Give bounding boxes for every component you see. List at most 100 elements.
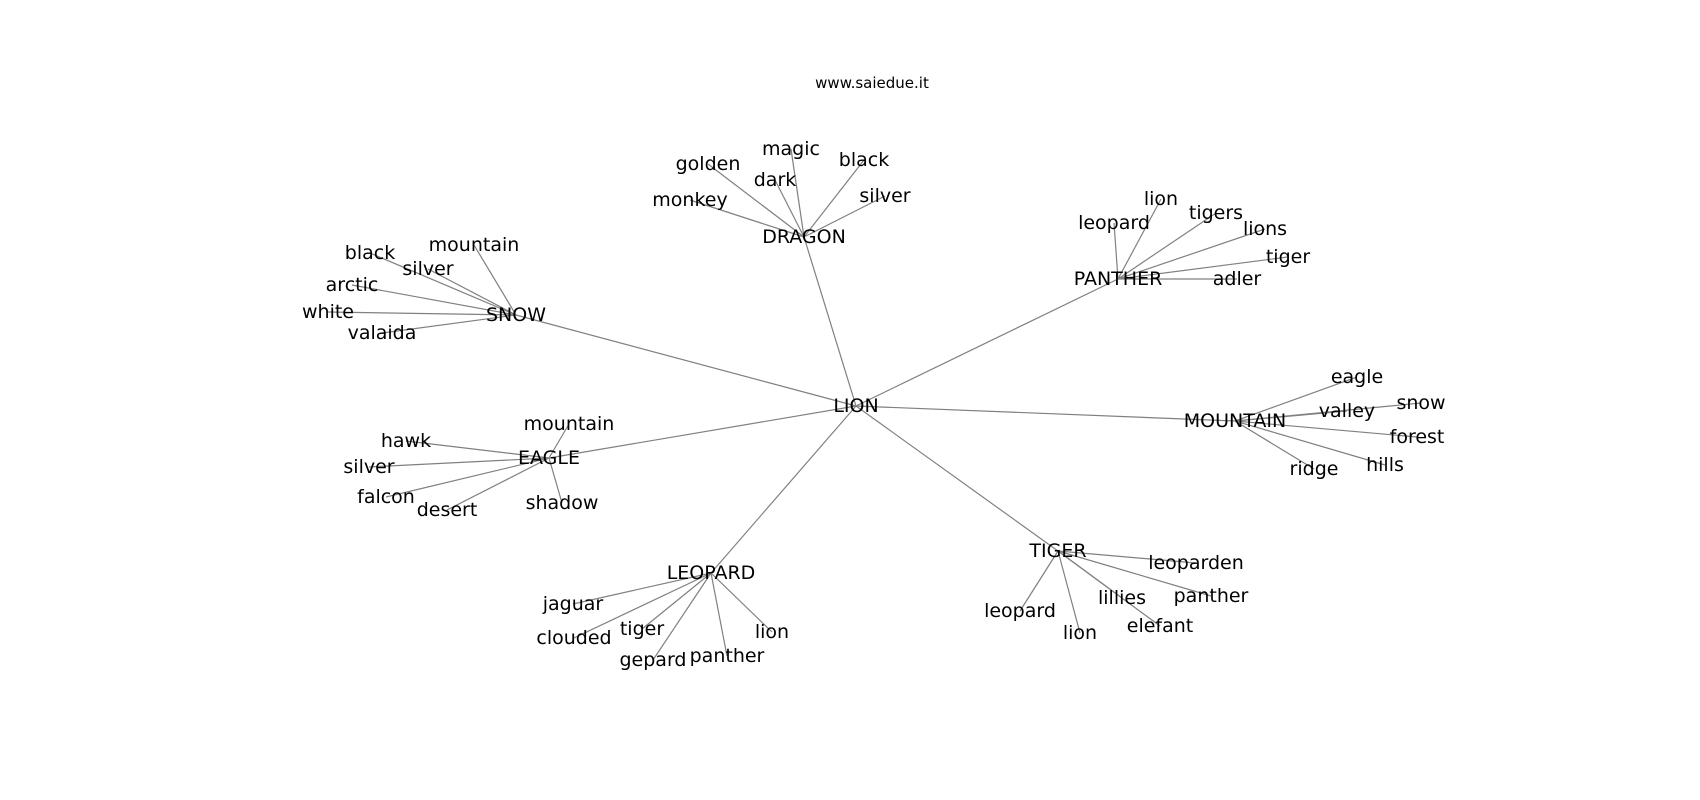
node-tiger-leopard: leopard <box>984 600 1056 622</box>
node-tiger-leoparden: leoparden <box>1148 552 1244 574</box>
node-panther-adler: adler <box>1213 268 1262 290</box>
node-dragon: DRAGON <box>762 226 846 248</box>
edge-dragon-silver <box>803 195 886 238</box>
node-snow-black: black <box>345 242 395 264</box>
edge-eagle-mountain <box>548 423 570 459</box>
node-eagle-mountain: mountain <box>524 413 615 435</box>
node-eagle-shadow: shadow <box>526 492 599 514</box>
node-panther-lions: lions <box>1243 218 1287 240</box>
node-mountain-snow: snow <box>1396 392 1445 414</box>
edge-panther-lions <box>1117 228 1266 280</box>
node-tiger-panther: panther <box>1174 585 1249 607</box>
node-panther: PANTHER <box>1074 268 1163 290</box>
node-snow-white: white <box>302 301 354 323</box>
edge-tiger-leoparden <box>1057 550 1197 564</box>
edge-mountain-hills <box>1234 420 1386 466</box>
edge-lion-snow <box>515 314 857 407</box>
edge-eagle-desert <box>446 457 550 511</box>
edge-leopard-lion <box>710 572 773 633</box>
edge-tiger-panther <box>1057 550 1212 597</box>
node-snow: SNOW <box>486 304 546 326</box>
edge-panther-lion <box>1117 198 1162 280</box>
edge-lion-tiger <box>855 405 1059 552</box>
node-dragon-silver: silver <box>859 185 910 207</box>
edge-eagle-silver <box>368 457 550 468</box>
edge-dragon-golden <box>707 163 805 238</box>
edge-leopard-gepard <box>652 572 712 661</box>
node-mountain: MOUNTAIN <box>1184 410 1286 432</box>
edges-layer <box>327 148 1422 661</box>
node-eagle: EAGLE <box>518 447 580 469</box>
edge-mountain-forest <box>1234 420 1418 438</box>
edge-tiger-leopard <box>1019 550 1059 612</box>
node-leopard-lion: lion <box>755 621 789 643</box>
node-tiger-elefant: elefant <box>1127 615 1193 637</box>
node-panther-tigers: tigers <box>1189 202 1243 224</box>
edge-eagle-shadow <box>548 457 563 504</box>
node-mountain-valley: valley <box>1319 400 1375 422</box>
node-leopard-panther: panther <box>690 645 765 667</box>
edge-mountain-ridge <box>1234 420 1315 470</box>
edge-dragon-dark <box>774 179 805 238</box>
labels-layer: LION DRAGON golden magic dark black silver monk… <box>302 138 1446 671</box>
edge-dragon-monkey <box>689 199 805 238</box>
edge-tiger-lion <box>1057 550 1081 634</box>
node-leopard-clouded: clouded <box>536 627 611 649</box>
node-leopard-gepard: gepard <box>620 649 687 671</box>
node-mountain-hills: hills <box>1366 454 1404 476</box>
node-dragon-monkey: monkey <box>652 189 727 211</box>
node-eagle-falcon: falcon <box>357 486 415 508</box>
node-panther-lion: lion <box>1144 188 1178 210</box>
edge-snow-white <box>327 311 517 316</box>
node-panther-tiger: tiger <box>1266 246 1310 268</box>
node-dragon-magic: magic <box>762 138 820 160</box>
node-leopard: LEOPARD <box>667 562 756 584</box>
edge-leopard-tiger <box>641 572 712 630</box>
edge-panther-tigers <box>1117 212 1217 280</box>
edge-mountain-valley <box>1234 410 1348 422</box>
edge-eagle-hawk <box>405 440 550 459</box>
edge-lion-leopard <box>710 405 857 574</box>
edge-dragon-black <box>803 159 865 238</box>
edge-eagle-falcon <box>385 457 550 498</box>
node-leopard-jaguar: jaguar <box>542 593 604 615</box>
node-panther-leopard: leopard <box>1078 212 1150 234</box>
node-dragon-golden: golden <box>676 153 741 175</box>
edge-snow-mountain <box>473 244 517 316</box>
node-eagle-desert: desert <box>417 499 478 521</box>
edge-dragon-magic <box>790 148 805 238</box>
watermark-text: www.saiedue.it <box>815 74 929 92</box>
edge-snow-arctic <box>351 284 517 316</box>
edge-snow-valaida <box>381 314 517 334</box>
node-snow-arctic: arctic <box>326 274 379 296</box>
node-dragon-dark: dark <box>754 169 797 191</box>
node-tiger-lion: lion <box>1063 622 1097 644</box>
edge-lion-panther <box>855 278 1119 407</box>
edge-lion-mountain <box>855 405 1236 422</box>
node-eagle-silver: silver <box>343 456 394 478</box>
edge-snow-black <box>369 252 517 316</box>
node-snow-mountain: mountain <box>429 234 520 256</box>
node-tiger: TIGER <box>1028 540 1086 562</box>
node-snow-valaida: valaida <box>348 322 417 344</box>
node-snow-silver: silver <box>402 258 453 280</box>
edge-snow-silver <box>427 268 517 316</box>
edge-lion-eagle <box>548 405 857 459</box>
node-dragon-black: black <box>839 149 889 171</box>
node-eagle-hawk: hawk <box>381 430 431 452</box>
node-leopard-tiger: tiger <box>620 618 664 640</box>
edge-leopard-jaguar <box>572 572 712 605</box>
node-tiger-lillies: lillies <box>1098 587 1146 609</box>
edge-leopard-panther <box>710 572 728 657</box>
node-mountain-forest: forest <box>1390 426 1445 448</box>
node-mountain-ridge: ridge <box>1290 458 1339 480</box>
edge-lion-dragon <box>803 236 857 407</box>
edge-panther-tiger <box>1117 256 1289 280</box>
edge-mountain-eagle <box>1234 376 1358 422</box>
node-mountain-eagle: eagle <box>1331 366 1383 388</box>
edge-panther-leopard <box>1113 222 1119 280</box>
edge-tiger-elefant <box>1057 550 1161 627</box>
node-lion: LION <box>833 395 878 417</box>
edge-leopard-clouded <box>573 572 712 639</box>
